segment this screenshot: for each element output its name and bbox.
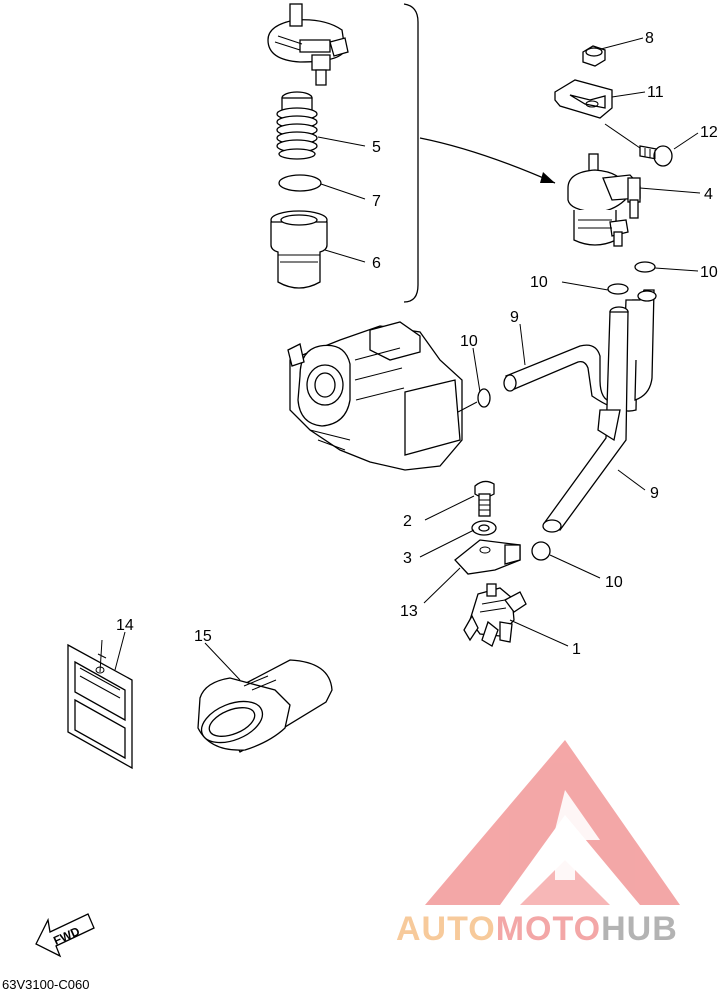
watermark-logo: AUTOMOTOHUB [396, 740, 680, 948]
callout-13: 13 [400, 603, 418, 620]
callout-9-lower: 9 [650, 485, 659, 502]
callout-9-upper: 9 [510, 309, 519, 326]
fuel-filter-assembly [567, 153, 641, 247]
nut [582, 45, 606, 67]
hose-clip-center [607, 283, 629, 295]
assembly-arrow [419, 137, 556, 184]
washer [471, 520, 497, 536]
callout-11: 11 [647, 84, 664, 101]
fuel-valve [463, 583, 527, 647]
callout-8: 8 [645, 30, 654, 47]
callout-10-lower: 10 [605, 574, 623, 591]
callout-labels: 8 11 12 4 5 7 6 10 10 9 10 9 2 3 10 13 1… [116, 30, 718, 658]
fuel-hose-lower [542, 311, 629, 533]
mounting-bracket [554, 79, 613, 119]
watermark-auto: AUTO [396, 910, 496, 948]
fwd-label: FWD [51, 924, 82, 948]
bolt-2 [474, 480, 495, 517]
callout-10-center: 10 [530, 274, 548, 291]
filter-cap-top [267, 3, 349, 86]
callout-3: 3 [403, 550, 412, 567]
drawing-code: 63V3100-C060 [2, 977, 89, 991]
callout-2: 2 [403, 513, 412, 530]
watermark-hub: HUB [601, 910, 678, 948]
filter-cup [270, 210, 328, 289]
bolt-12 [639, 145, 673, 167]
callout-7: 7 [372, 193, 381, 210]
callout-15: 15 [194, 628, 212, 645]
watermark-triangle [425, 740, 680, 905]
fuel-hose-upper [503, 289, 657, 412]
callout-4: 4 [704, 186, 713, 203]
svg-text:AUTOMOTOHUB: AUTOMOTOHUB [396, 910, 678, 948]
callout-5: 5 [372, 139, 381, 156]
label-sticker [67, 639, 133, 770]
callout-14: 14 [116, 617, 134, 634]
callout-6: 6 [372, 255, 381, 272]
watermark-moto: MOTO [496, 910, 601, 948]
forward-direction-arrow: FWD [35, 913, 95, 958]
hose-clip-upper-right [634, 261, 656, 273]
o-ring [278, 174, 322, 192]
plate-bracket [454, 539, 521, 575]
callout-10-left: 10 [460, 333, 478, 350]
callout-10-upper-right: 10 [700, 264, 718, 281]
leader-lines [114, 37, 701, 681]
group-bracket [403, 3, 419, 303]
hose-clip-lower [531, 541, 551, 561]
callout-12: 12 [700, 124, 718, 141]
intake-duct [197, 659, 333, 753]
carburetor-body [287, 321, 463, 471]
hose-clip-left [477, 388, 491, 408]
callout-1: 1 [572, 641, 581, 658]
watermark-inner [520, 860, 610, 905]
filter-element [276, 91, 318, 160]
